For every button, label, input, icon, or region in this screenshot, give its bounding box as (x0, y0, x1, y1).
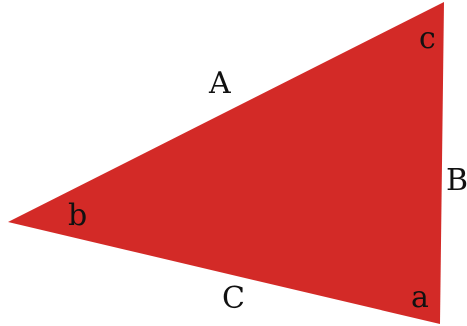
angle-label-c: c (419, 21, 436, 56)
side-label-C: C (222, 281, 245, 316)
angle-label-b: b (68, 198, 87, 233)
side-label-B: B (446, 163, 467, 198)
side-label-A: A (208, 66, 231, 101)
triangle-shape (8, 2, 444, 324)
angle-label-a: a (411, 280, 429, 315)
